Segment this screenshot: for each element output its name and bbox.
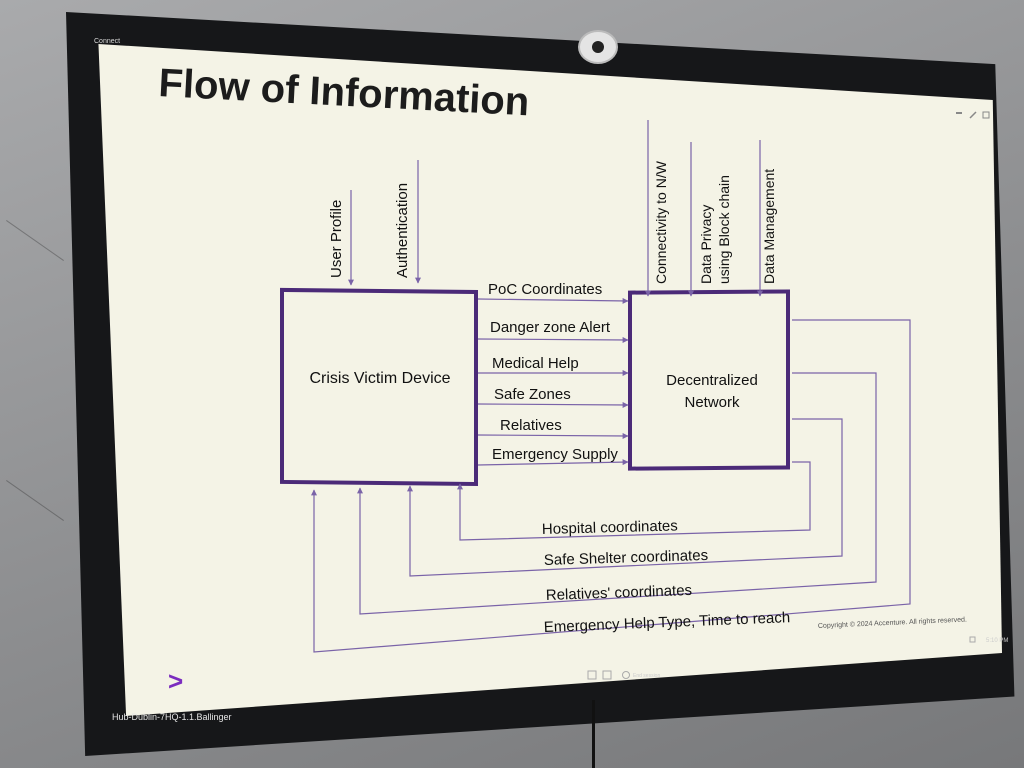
end-session-icon[interactable] [622, 671, 630, 679]
crisis-victim-device-box [280, 287, 478, 487]
network-label-line1: Decentralized [666, 372, 758, 389]
edit-icon[interactable] [969, 111, 977, 119]
display-screen [98, 44, 1002, 716]
return-relatives-coordinates: Relatives' coordinates [546, 582, 693, 604]
accenture-logo-icon: > [168, 666, 183, 696]
webcam-icon [578, 30, 618, 64]
return-hospital-coordinates: Hospital coordinates [542, 517, 678, 538]
taskbar: End session 5:10 PM [587, 636, 1008, 680]
return-emergency-help-type: Emergency Help Type, Time to reach [543, 609, 790, 636]
connect-app-label: Connect [94, 38, 121, 45]
input-data-privacy: Data Privacy using Block chain [688, 142, 732, 297]
system-clock: 5:10 PM [986, 638, 1008, 644]
crisis-victim-device-label: Crisis Victim Device [309, 370, 450, 387]
connectivity-label: Connectivity to N/W [653, 160, 669, 284]
flow-emergency-supply: Emergency Supply [492, 446, 618, 463]
end-session-button[interactable]: End session [633, 673, 660, 679]
window-controls [956, 111, 990, 119]
windows-start-icon[interactable] [587, 670, 597, 680]
restore-icon[interactable] [982, 111, 990, 119]
minimize-icon[interactable] [956, 112, 962, 114]
flow-safe-zones: Safe Zones [494, 386, 571, 403]
notification-icon[interactable] [969, 636, 976, 643]
slide-title: Flow of Information [158, 61, 531, 124]
user-profile-label: User Profile [328, 200, 345, 278]
input-connectivity: Connectivity to N/W [645, 120, 669, 297]
data-management-label: Data Management [761, 169, 777, 284]
flow-relatives: Relatives [500, 417, 562, 434]
forward-flow-arrows [477, 297, 629, 466]
power-cable [592, 700, 595, 768]
task-view-icon[interactable] [602, 670, 612, 680]
flow-danger-zone-alert: Danger zone Alert [490, 319, 611, 336]
input-data-management: Data Management [757, 140, 777, 297]
flow-poc-coordinates: PoC Coordinates [488, 281, 602, 298]
input-user-profile: User Profile [328, 190, 354, 286]
data-privacy-label: Data Privacy [698, 205, 714, 284]
return-safe-shelter-coordinates: Safe Shelter coordinates [544, 547, 709, 569]
device-name-label: Hub-Dublin-7HQ-1.1.Ballinger [112, 712, 232, 722]
input-authentication: Authentication [394, 160, 421, 284]
decentralized-network-box [628, 289, 790, 471]
flow-medical-help: Medical Help [492, 355, 579, 372]
return-flow-arrows [311, 319, 911, 653]
copyright-notice: Copyright © 2024 Accenture. All rights r… [818, 615, 967, 629]
authentication-label: Authentication [394, 183, 411, 278]
network-label-line2: Network [684, 394, 740, 411]
block-chain-label: using Block chain [716, 175, 732, 284]
